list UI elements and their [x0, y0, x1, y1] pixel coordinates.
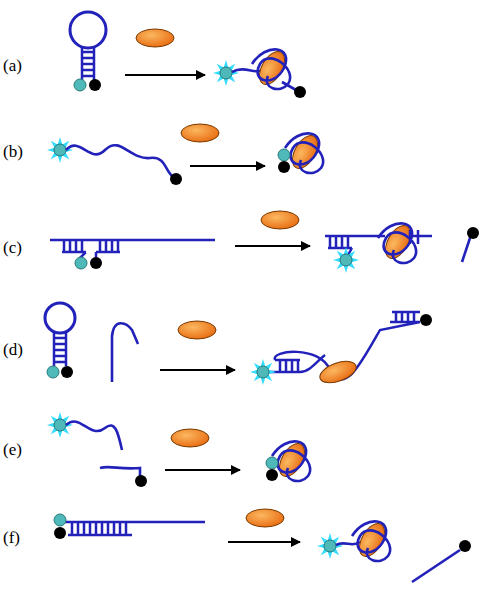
panel-label: (d) [3, 341, 23, 358]
reaction-arrow [165, 469, 240, 471]
quencher [54, 527, 66, 539]
fluorophore-on [213, 60, 239, 86]
reaction-arrow [125, 74, 205, 76]
quencher [459, 540, 471, 552]
panel-label: (b) [3, 143, 23, 160]
enzyme [181, 124, 219, 142]
panel-label: (e) [3, 441, 22, 458]
panel-label: (c) [3, 239, 22, 256]
reaction-arrow [235, 245, 310, 247]
quencher [61, 366, 73, 378]
enzyme [178, 321, 216, 339]
duplex-strand [410, 230, 432, 244]
fluorophore [278, 149, 290, 161]
quencher [278, 161, 290, 173]
duplex-probe [50, 240, 215, 258]
enzyme [317, 357, 359, 387]
quencher [294, 86, 306, 98]
enzyme [171, 429, 209, 447]
fragment [462, 238, 470, 262]
enzyme [136, 29, 174, 47]
row-a [70, 12, 106, 80]
fluorophore-on [250, 359, 276, 385]
fluorophore [266, 457, 278, 469]
fluorophore [74, 79, 86, 91]
quencher [467, 227, 479, 239]
hairpin-probe [45, 303, 138, 382]
quencher [89, 79, 101, 91]
enzyme [261, 211, 299, 229]
duplex-probe [62, 522, 205, 535]
strand [66, 145, 172, 176]
duplex-strand [325, 236, 385, 255]
quencher [420, 314, 432, 326]
fluorophore [47, 366, 59, 378]
fluorophore-on [47, 137, 73, 163]
enzyme-complex [285, 131, 323, 173]
fluorophore [54, 514, 66, 526]
quencher [266, 469, 278, 481]
hairpin-stem [82, 47, 94, 80]
fluorophore-on [333, 247, 359, 273]
fluorophore-on [47, 412, 73, 438]
reaction-arrow [160, 369, 235, 371]
strand [282, 82, 296, 90]
reaction-arrow [228, 541, 300, 543]
fluorophore [75, 257, 87, 269]
panel-label: (a) [3, 57, 22, 74]
enzyme [246, 509, 284, 527]
quencher [170, 173, 182, 185]
strand [100, 467, 140, 478]
enzyme-complex [352, 519, 390, 561]
panel-label: (f) [3, 529, 20, 546]
fragment [412, 550, 460, 582]
fluorophore-on [317, 533, 343, 559]
quencher [90, 257, 102, 269]
reaction-arrow [190, 165, 265, 167]
strand [66, 421, 122, 450]
hairpin-loop [70, 12, 106, 48]
quencher [135, 475, 147, 487]
